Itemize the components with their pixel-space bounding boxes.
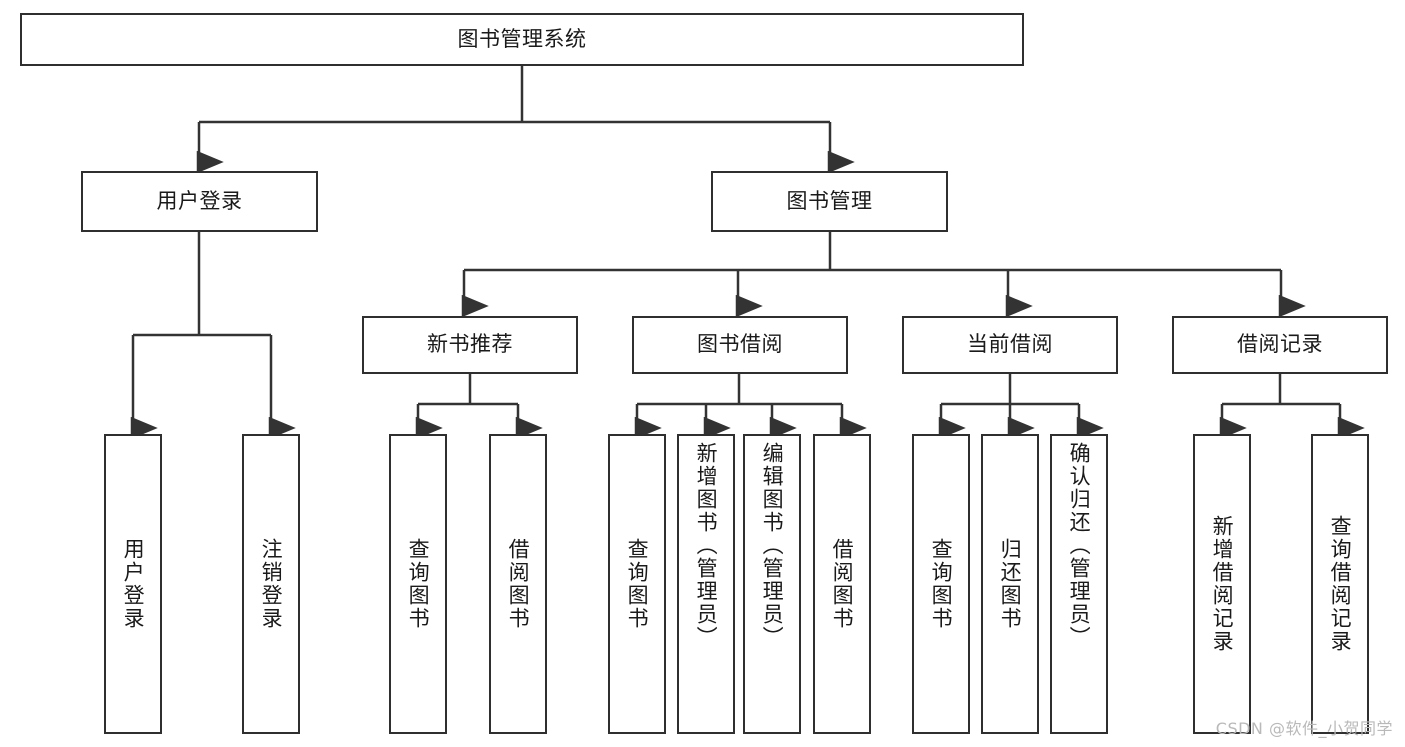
leaf-current-borrow-confirm-return-admin[interactable]: 确认归还（管理员） <box>1050 434 1108 734</box>
node-label: 新增借阅记录 <box>1210 515 1235 653</box>
node-label: 新书推荐 <box>427 332 513 357</box>
leaf-user-login-login[interactable]: 用户登录 <box>104 434 162 734</box>
node-label: 查询图书 <box>929 538 954 630</box>
node-label: 注销登录 <box>259 538 284 630</box>
node-label: 查询图书 <box>406 538 431 630</box>
node-label: 用户登录 <box>156 188 243 213</box>
node-label: 当前借阅 <box>967 332 1053 357</box>
leaf-borrow-records-add-record[interactable]: 新增借阅记录 <box>1193 434 1251 734</box>
node-root-book-management-system[interactable]: 图书管理系统 <box>20 13 1024 66</box>
watermark-text: CSDN @软件_小贺同学 <box>1215 719 1393 738</box>
node-label: 借阅图书 <box>506 538 531 630</box>
node-label: 图书管理 <box>786 188 873 213</box>
node-book-management[interactable]: 图书管理 <box>711 171 948 232</box>
node-borrow-records[interactable]: 借阅记录 <box>1172 316 1388 374</box>
leaf-book-borrow-edit-book-admin[interactable]: 编辑图书（管理员） <box>743 434 801 734</box>
node-label: 借阅图书 <box>830 538 855 630</box>
leaf-new-book-borrow-book[interactable]: 借阅图书 <box>489 434 547 734</box>
leaf-new-book-query-book[interactable]: 查询图书 <box>389 434 447 734</box>
node-label: 新增图书（管理员） <box>694 442 719 649</box>
node-label: 图书借阅 <box>697 332 783 357</box>
leaf-book-borrow-query-book[interactable]: 查询图书 <box>608 434 666 734</box>
leaf-book-borrow-add-book-admin[interactable]: 新增图书（管理员） <box>677 434 735 734</box>
node-label: 借阅记录 <box>1237 332 1323 357</box>
node-label: 确认归还（管理员） <box>1067 442 1092 649</box>
node-user-login[interactable]: 用户登录 <box>81 171 318 232</box>
node-label: 编辑图书（管理员） <box>760 442 785 649</box>
node-label: 图书管理系统 <box>457 26 587 51</box>
node-label: 查询借阅记录 <box>1328 515 1353 653</box>
leaf-book-borrow-borrow-book[interactable]: 借阅图书 <box>813 434 871 734</box>
node-label: 查询图书 <box>625 538 650 630</box>
leaf-current-borrow-query-book[interactable]: 查询图书 <box>912 434 970 734</box>
leaf-user-login-logout[interactable]: 注销登录 <box>242 434 300 734</box>
leaf-borrow-records-query-record[interactable]: 查询借阅记录 <box>1311 434 1369 734</box>
node-book-borrow[interactable]: 图书借阅 <box>632 316 848 374</box>
node-new-book-recommend[interactable]: 新书推荐 <box>362 316 578 374</box>
leaf-current-borrow-return-book[interactable]: 归还图书 <box>981 434 1039 734</box>
node-current-borrow[interactable]: 当前借阅 <box>902 316 1118 374</box>
node-label: 用户登录 <box>121 538 146 630</box>
node-label: 归还图书 <box>998 538 1023 630</box>
